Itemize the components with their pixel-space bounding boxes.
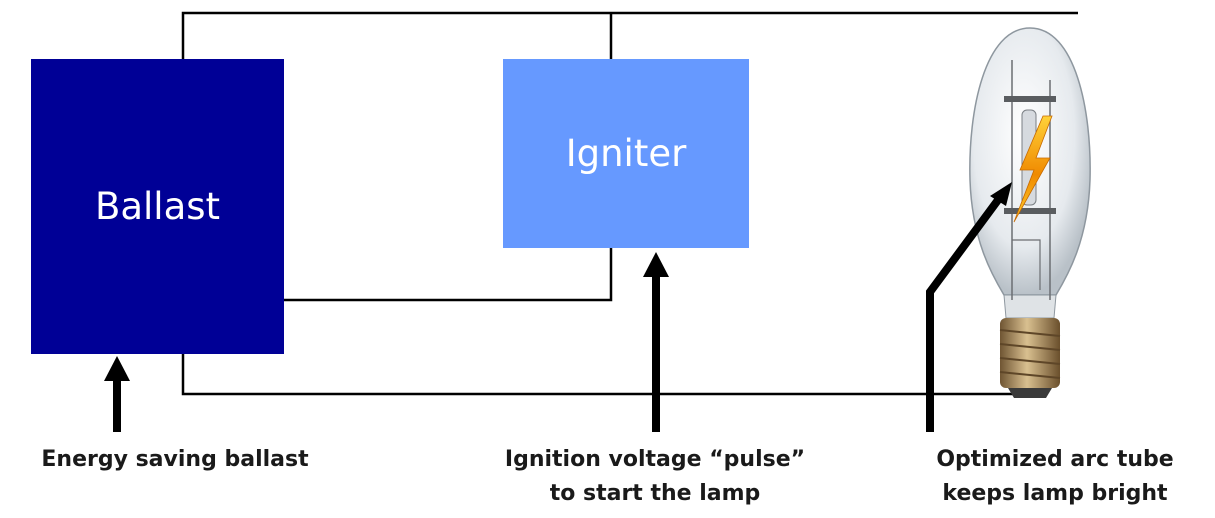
lightning-bolt-icon [1013,115,1053,223]
ballast-label: Ballast [94,185,221,228]
wire-top [181,11,1078,59]
igniter-block: Igniter [503,59,749,248]
caption-igniter: Ignition voltage “pulse” to start the la… [470,443,840,511]
igniter-label: Igniter [565,132,687,175]
arrow-igniter [643,252,669,432]
arrow-arc-tube [926,182,1012,432]
wire-middle [284,248,613,302]
ballast-block: Ballast [31,59,284,354]
caption-arc-tube: Optimized arc tube keeps lamp bright [900,443,1210,511]
caption-igniter-line-1: Ignition voltage “pulse” [504,447,806,472]
caption-arc-tube-line-2: keeps lamp bright [942,481,1168,506]
caption-ballast-line: Energy saving ballast [41,447,309,472]
metal-halide-lamp-icon [969,27,1091,398]
caption-ballast: Energy saving ballast [10,443,340,477]
wire-bottom [181,354,1020,396]
arrow-ballast [104,356,130,432]
caption-arc-tube-line-1: Optimized arc tube [936,447,1174,472]
caption-igniter-line-2: to start the lamp [549,481,761,506]
